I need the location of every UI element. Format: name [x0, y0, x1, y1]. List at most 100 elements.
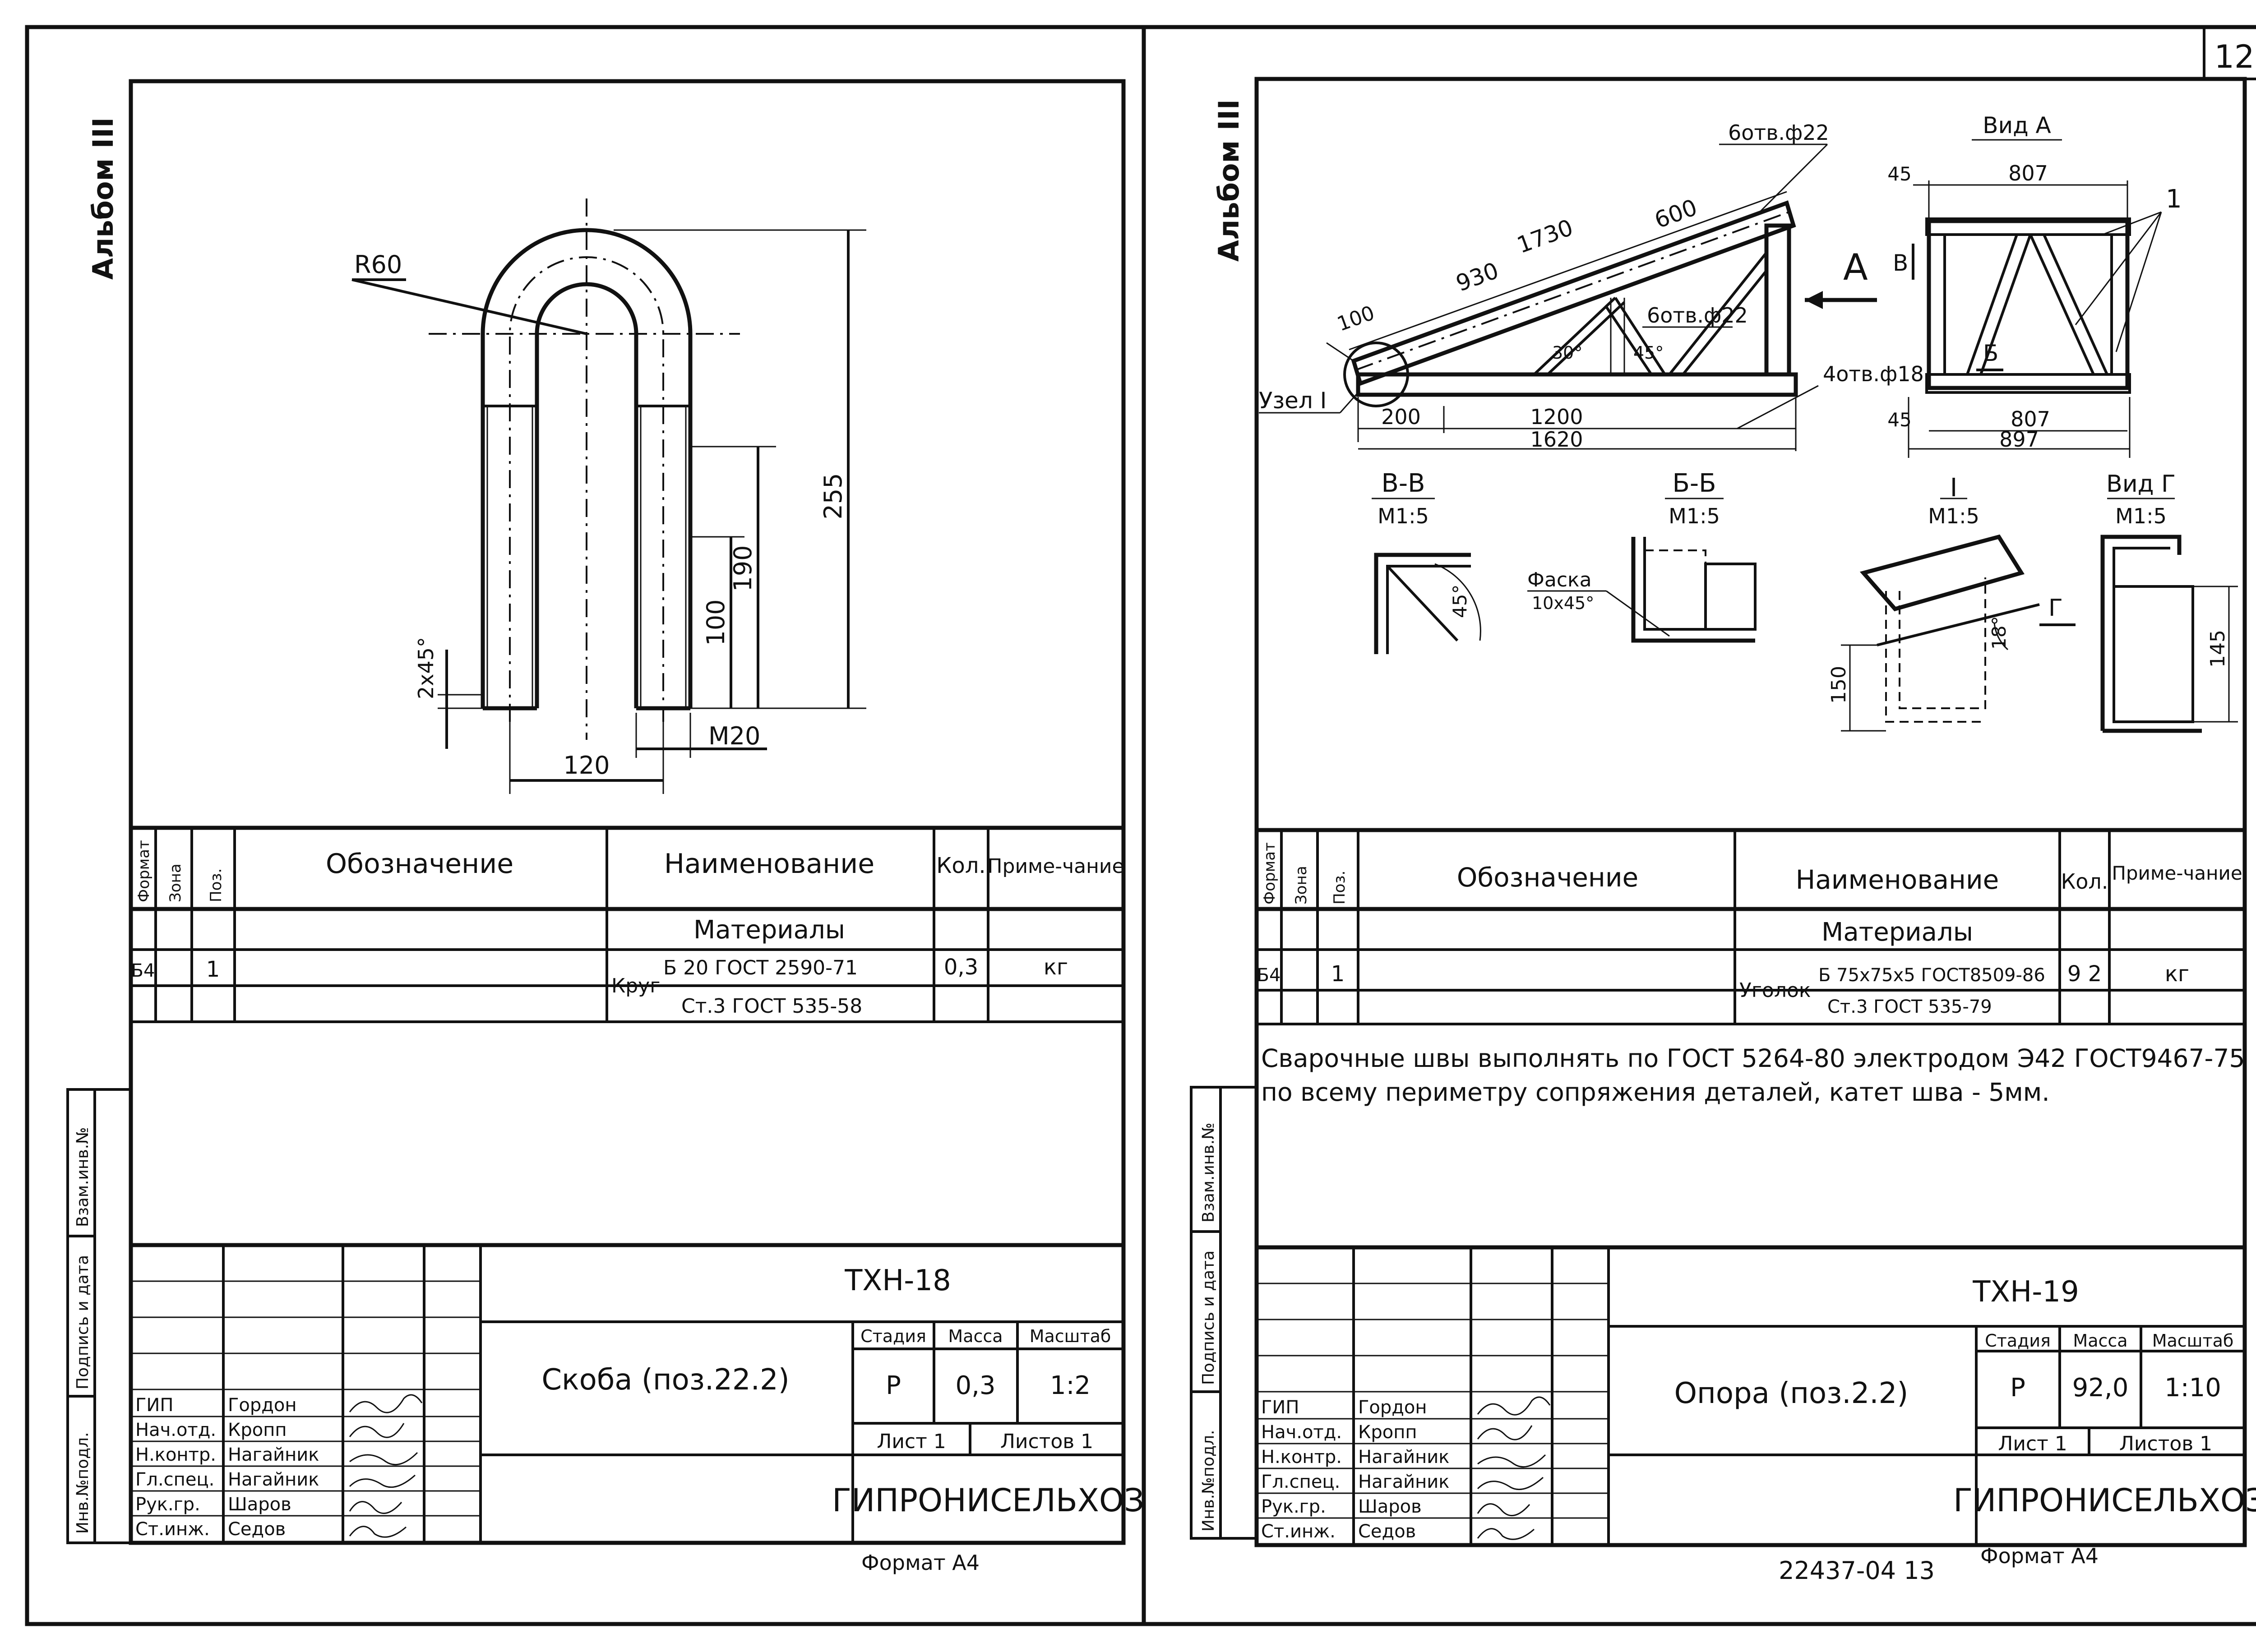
right-stage-label: Стадия — [1985, 1331, 2051, 1351]
right-album-label: Альбом III — [1212, 99, 1245, 262]
right-name-5: Седов — [1358, 1521, 1416, 1542]
dim-1730: 1730 — [1513, 214, 1576, 258]
left-scale-label: Масштаб — [1030, 1326, 1111, 1346]
dim-radius: R60 — [354, 250, 402, 279]
left-stamp-sign: Подпись и дата — [74, 1255, 92, 1389]
right-scale-label: Масштаб — [2152, 1331, 2234, 1351]
right-sheet: Альбом III Инв.№подл. Подпись и дата Вза… — [1190, 77, 2256, 1585]
left-spec-h-designation: Обозначение — [326, 848, 513, 880]
right-drawing-code: ТХН-19 — [1972, 1275, 2079, 1309]
left-spec-qty: 0,3 — [944, 955, 978, 980]
right-spec-note: кг — [2165, 961, 2189, 987]
right-spec-pos: 1 — [1331, 961, 1345, 987]
dim-1620: 1620 — [1530, 427, 1583, 452]
left-name-2: Нагайник — [228, 1444, 319, 1465]
left-spec-section: Материалы — [693, 915, 845, 945]
left-album-label: Альбом III — [87, 117, 120, 280]
dim-thread: M20 — [708, 722, 760, 750]
right-spec-h-format: Формат — [1261, 842, 1279, 904]
dim-807-top: 807 — [2008, 161, 2048, 185]
section-b-note2: 10x45° — [1532, 593, 1594, 613]
left-spec-format: Б4 — [131, 960, 155, 981]
node-i-angle: 18° — [1988, 616, 2010, 650]
left-role-0: ГИП — [135, 1395, 173, 1416]
left-name-5: Седов — [228, 1519, 286, 1540]
left-sheet: Альбом III Инв.№подл. Подпись и дата Вза… — [66, 79, 1144, 1575]
label-node: Узел I — [1259, 388, 1327, 414]
left-sheet-no: Лист 1 — [877, 1430, 946, 1453]
right-stage: Р — [2010, 1373, 2025, 1403]
dim-chamfer: 2x45° — [414, 637, 438, 699]
label-holes-top: 6отв.ф22 — [1728, 120, 1829, 145]
left-sheets-total: Листов 1 — [1000, 1430, 1093, 1453]
right-role-4: Рук.гр. — [1261, 1496, 1326, 1517]
label-holes-mid: 6отв.ф22 — [1647, 303, 1748, 328]
dim-45-bottom: 45 — [1887, 409, 1911, 431]
left-spec-h-name: Наименование — [664, 848, 874, 880]
left-spec-pos: 1 — [206, 957, 220, 982]
left-drawing-title: Скоба (поз.22.2) — [541, 1363, 789, 1397]
right-spec-name-1: Б 75x75x5 ГОСТ8509-86 — [1818, 965, 2045, 986]
dim-45: 45° — [1633, 343, 1664, 363]
left-mass: 0,3 — [955, 1371, 995, 1400]
right-title-block: ГИП Нач.отд. Н.контр. Гл.спец. Рук.гр. С… — [1257, 1245, 2256, 1545]
left-spec-h-pos: Поз. — [207, 868, 225, 902]
left-role-2: Н.контр. — [135, 1444, 216, 1465]
right-spec-h-pos: Поз. — [1331, 871, 1349, 904]
dim-width: 120 — [563, 751, 610, 780]
support-base-beam — [1356, 372, 1798, 397]
support-brace-2 — [1614, 297, 1666, 375]
node-i-circle — [1343, 341, 1409, 407]
left-spec-table: Формат Зона Поз. Обозначение Наименовани… — [131, 826, 1124, 1023]
weld-note-1: Сварочные швы выполнять по ГОСТ 5264-80 … — [1261, 1044, 2245, 1073]
left-spec-h-note: Приме-чание — [987, 855, 1124, 878]
dim-600: 600 — [1651, 194, 1701, 233]
left-stamp-replace: Взам.инв.№ — [74, 1127, 92, 1227]
left-scale: 1:2 — [1050, 1371, 1091, 1400]
dim-30: 30° — [1552, 343, 1582, 363]
dim-leg-height: 190 — [729, 545, 757, 591]
section-b-scale: М1:5 — [1669, 504, 1720, 528]
node-i-mark: Г — [2048, 595, 2063, 622]
support-post — [1764, 223, 1791, 377]
section-v-mark: В — [1893, 250, 1908, 276]
section-b-title: Б-Б — [1672, 469, 1716, 498]
dim-45-top: 45 — [1887, 163, 1911, 185]
right-stamp-replace: Взам.инв.№ — [1199, 1122, 1218, 1223]
right-scale: 1:10 — [2164, 1373, 2221, 1403]
section-node-i: I М1:5 150 18° Г — [1827, 473, 2076, 732]
left-name-0: Гордон — [228, 1395, 297, 1416]
left-spec-h-format: Формат — [135, 840, 153, 902]
view-g-title: Вид Г — [2106, 471, 2176, 498]
left-org: ГИПРОНИСЕЛЬХОЗ — [832, 1482, 1144, 1519]
right-spec-name-prefix: Уголок — [1739, 979, 1811, 1002]
right-role-5: Ст.инж. — [1261, 1521, 1336, 1542]
right-name-0: Гордон — [1358, 1397, 1427, 1418]
dim-1200: 1200 — [1530, 405, 1583, 429]
left-stage: Р — [886, 1371, 901, 1400]
right-sheet-no: Лист 1 — [1998, 1432, 2067, 1455]
section-b-b: Б-Б М1:5 Фаска 10x45° — [1527, 469, 1757, 643]
view-g-dim: 145 — [2206, 630, 2229, 668]
right-archive-no: 22437-04 13 — [1779, 1556, 1935, 1585]
right-sheets-total: Листов 1 — [2119, 1432, 2212, 1455]
arrow-a-label: А — [1843, 246, 1868, 288]
left-mass-label: Масса — [948, 1326, 1003, 1346]
left-spec-name-1: Б 20 ГОСТ 2590-71 — [663, 956, 858, 979]
left-stamp-inv: Инв.№подл. — [74, 1432, 92, 1534]
view-a-callout: 1 — [2166, 185, 2182, 214]
left-side-stamp: Инв.№подл. Подпись и дата Взам.инв.№ — [66, 1088, 132, 1544]
node-i-scale: М1:5 — [1928, 504, 1979, 528]
right-name-1: Кропп — [1358, 1422, 1417, 1443]
right-stamp-sign: Подпись и дата — [1199, 1251, 1218, 1385]
support-drawing: 1730 930 600 100 6отв.ф22 6отв.ф22 4отв.… — [1259, 112, 2182, 458]
node-i-title: I — [1950, 473, 1958, 503]
right-org: ГИПРОНИСЕЛЬХОЗ — [1953, 1482, 2256, 1519]
view-a-title: Вид А — [1983, 112, 2051, 138]
right-role-3: Гл.спец. — [1261, 1472, 1340, 1492]
left-role-4: Рук.гр. — [135, 1494, 200, 1515]
left-spec-name-prefix: Круг — [611, 974, 660, 997]
right-stamp-inv: Инв.№подл. — [1199, 1430, 1218, 1532]
left-inner-frame — [129, 79, 1126, 1545]
